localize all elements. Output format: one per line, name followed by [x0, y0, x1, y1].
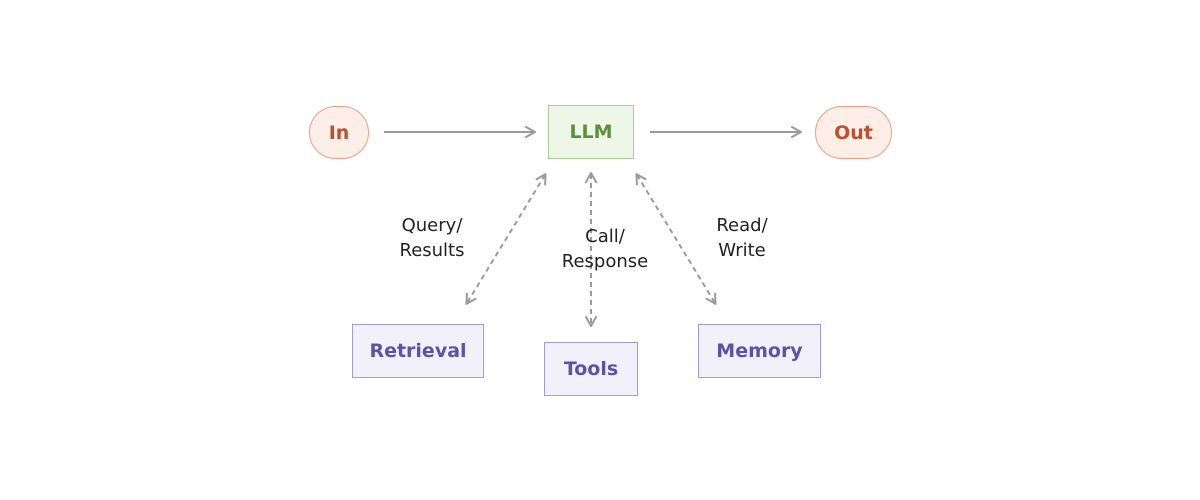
- memory-node-label: Memory: [716, 340, 803, 362]
- input-node-label: In: [328, 121, 350, 144]
- output-node: Out: [815, 106, 892, 159]
- output-node-label: Out: [834, 121, 873, 144]
- arrow-llm-retrieval: [465, 173, 547, 305]
- tools-node: Tools: [544, 342, 638, 396]
- llm-node: LLM: [548, 105, 634, 159]
- retrieval-edge-label-line2: Results: [399, 240, 465, 261]
- memory-edge-label-line2: Write: [718, 240, 766, 261]
- retrieval-edge-label-line1: Query/: [401, 215, 463, 236]
- memory-edge-label: Read/ Write: [700, 213, 784, 263]
- retrieval-node-label: Retrieval: [369, 340, 467, 362]
- tools-edge-label-line2: Response: [561, 251, 649, 272]
- arrow-llm-memory: [635, 173, 717, 305]
- tools-edge-label-line1: Call/: [585, 226, 625, 247]
- memory-edge-label-line1: Read/: [716, 215, 768, 236]
- input-node: In: [309, 106, 369, 159]
- memory-node: Memory: [698, 324, 821, 378]
- retrieval-edge-label: Query/ Results: [380, 213, 484, 263]
- tools-node-label: Tools: [563, 358, 619, 380]
- llm-node-label: LLM: [569, 121, 613, 143]
- retrieval-node: Retrieval: [352, 324, 484, 378]
- tools-edge-label: Call/ Response: [555, 224, 655, 274]
